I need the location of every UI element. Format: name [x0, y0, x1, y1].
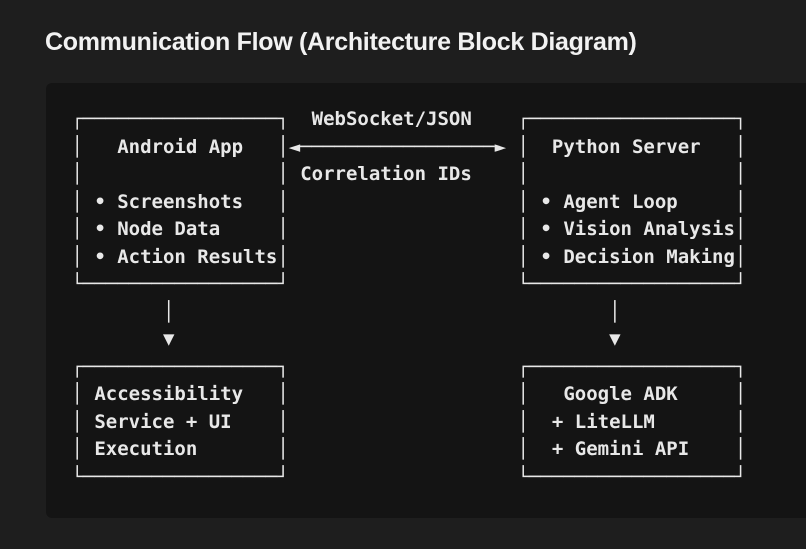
code-block-panel: ┌─────────────────┐ WebSocket/JSON ┌────… — [46, 83, 806, 518]
page-title: Communication Flow (Architecture Block D… — [45, 28, 637, 56]
architecture-ascii-diagram: ┌─────────────────┐ WebSocket/JSON ┌────… — [71, 108, 747, 488]
